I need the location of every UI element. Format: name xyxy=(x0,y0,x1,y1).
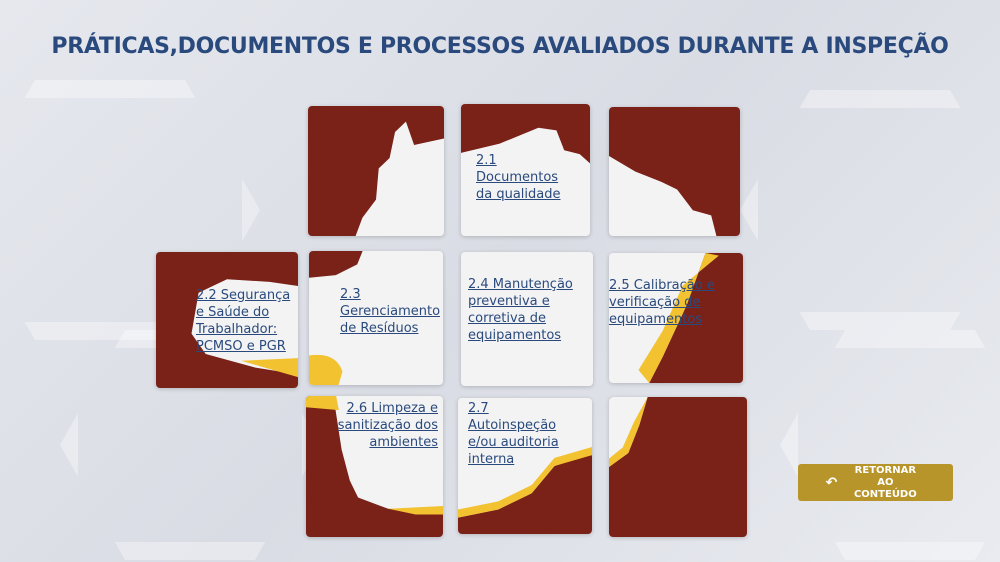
return-button-label: RETORNAR AO CONTEÚDO xyxy=(853,464,917,500)
background-hexagon xyxy=(740,90,1000,330)
tile-seguranca-saude: 2.2 Segurança e Saúde do Trabalhador: PC… xyxy=(156,252,298,388)
link-documentos-qualidade[interactable]: 2.1 Documentos da qualidade xyxy=(476,153,561,202)
undo-arrow-icon: ↶ xyxy=(825,474,838,491)
link-gerenciamento-residuos[interactable]: 2.3 Gerenciamento de Resíduos xyxy=(340,287,441,336)
link-limpeza-sanitizacao[interactable]: 2.6 Limpeza e sanitização dos ambientes xyxy=(337,401,438,450)
background-hexagon xyxy=(780,330,1000,560)
tile-limpeza-sanitizacao: 2.6 Limpeza e sanitização dos ambientes xyxy=(306,396,443,537)
tile-calibracao-equipamentos: 2.5 Calibração e verificação de equipame… xyxy=(609,253,743,383)
tile-gerenciamento-residuos: 2.3 Gerenciamento de Resíduos xyxy=(309,251,443,385)
link-autoinspecao-auditoria[interactable]: 2.7 Autoinspeção e/ou auditoria interna xyxy=(468,401,559,467)
tile-autoinspecao-auditoria: 2.7 Autoinspeção e/ou auditoria interna xyxy=(458,398,592,534)
link-calibracao-equipamentos[interactable]: 2.5 Calibração e verificação de equipame… xyxy=(609,278,715,327)
tile-decorative xyxy=(609,107,740,236)
link-seguranca-saude[interactable]: 2.2 Segurança e Saúde do Trabalhador: PC… xyxy=(196,288,291,354)
return-to-content-button[interactable]: ↶ RETORNAR AO CONTEÚDO xyxy=(798,464,953,501)
link-manutencao-equipamentos[interactable]: 2.4 Manutenção preventiva e corretiva de… xyxy=(468,277,573,343)
page-title: PRÁTICAS,DOCUMENTOS E PROCESSOS AVALIADO… xyxy=(51,34,949,59)
tile-documentos-qualidade: 2.1 Documentos da qualidade xyxy=(461,104,590,236)
tile-decorative xyxy=(609,397,747,537)
tile-manutencao-equipamentos: 2.4 Manutenção preventiva e corretiva de… xyxy=(461,252,593,386)
tile-decorative xyxy=(308,106,444,236)
